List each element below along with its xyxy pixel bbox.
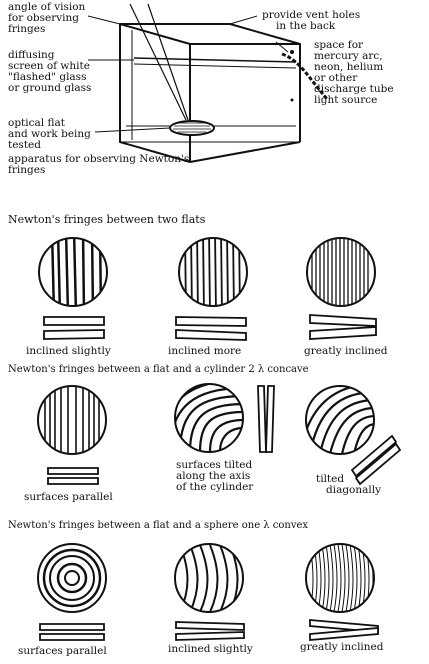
section-title-flat-sphere: Newton's fringes between a flat and a sp… (8, 520, 309, 531)
label-line: space for (314, 39, 364, 51)
label-line: fringes (8, 23, 46, 35)
leader-lines (87, 15, 289, 133)
caption-inclined-slightly: inclined slightly (26, 345, 111, 357)
label-line: provide vent holes (262, 9, 361, 21)
label-line: or other (314, 72, 358, 84)
caption-tilted-diagonally: tilted diagonally (316, 474, 381, 496)
label-line: tested (8, 139, 41, 151)
caption-surfaces-parallel: surfaces parallel (24, 491, 113, 503)
label-angle-of-vision: angle of vision for observing fringes (8, 2, 85, 35)
label-line: diffusing (8, 49, 55, 61)
label-line: neon, helium (314, 61, 384, 73)
label-line: angle of vision (8, 1, 86, 13)
apparatus-caption: apparatus for observing Newton's fringes (8, 153, 190, 176)
sight-lines (129, 3, 189, 121)
label-line: "flashed" glass (8, 71, 87, 83)
caption-sphere-parallel: surfaces parallel (18, 645, 107, 657)
label-line: of the cylinder (176, 481, 254, 493)
label-line: in the back (276, 20, 336, 32)
sphere-pair-icons (39, 619, 379, 641)
label-line: diagonally (326, 484, 382, 496)
label-line: for observing (8, 12, 80, 24)
fringe-disc-sphere-greatly (305, 543, 375, 613)
caption-sphere-slightly: inclined slightly (168, 643, 253, 655)
caption-surfaces-tilted: surfaces tilted along the axis of the cy… (176, 460, 253, 493)
fringe-disc-inclined-more (178, 237, 248, 307)
caption-greatly-inclined: greatly inclined (304, 345, 388, 357)
label-line: screen of white (8, 60, 90, 72)
label-light-source: space for mercury arc, neon, helium or o… (314, 40, 394, 106)
label-line: mercury arc, (314, 50, 383, 62)
optical-flat-icon (169, 120, 215, 136)
label-line: light source (314, 94, 378, 106)
fringe-disc-cyl-diagonal (305, 385, 375, 455)
fringe-disc-greatly-inclined (306, 237, 376, 307)
fringe-disc-cyl-tilted-axis (174, 383, 244, 453)
label-line: and work being (8, 128, 91, 140)
section-title-flat-cylinder: Newton's fringes between a flat and a cy… (8, 364, 309, 375)
apparatus-box (119, 23, 301, 163)
label-line: optical flat (8, 117, 65, 129)
label-vent-holes: provide vent holes in the back (262, 10, 360, 32)
label-line: surfaces tilted (176, 459, 253, 471)
cylinder-pair-icons (47, 385, 402, 486)
flats-pair-icons (43, 314, 377, 341)
label-line: discharge tube (314, 83, 394, 95)
fringe-disc-sphere-parallel (37, 543, 107, 613)
label-line: tilted (316, 473, 345, 485)
section-title-two-flats: Newton's fringes between two flats (8, 213, 206, 226)
fringe-disc-inclined-slightly (38, 237, 108, 307)
label-diffusing-screen: diffusing screen of white "flashed" glas… (8, 50, 91, 94)
fringe-disc-cyl-parallel (37, 385, 107, 455)
vent-holes (290, 50, 294, 102)
caption-sphere-greatly: greatly inclined (300, 641, 384, 653)
caption-inclined-more: inclined more (168, 345, 242, 357)
label-line: or ground glass (8, 82, 92, 94)
fringe-disc-sphere-slightly (174, 543, 244, 613)
label-optical-flat: optical flat and work being tested (8, 118, 91, 151)
label-line: along the axis (176, 470, 251, 482)
